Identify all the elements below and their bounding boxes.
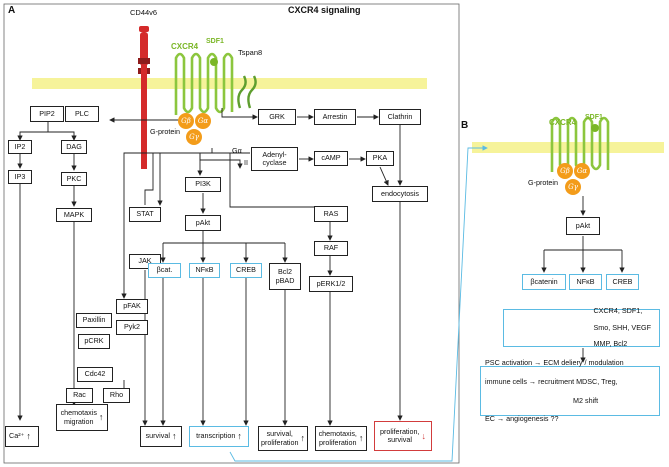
outcome-survival-proliferation: survival, proliferation ↑ <box>258 426 308 451</box>
outcome-chemoprolif-label: chemotaxis, proliferation <box>318 429 357 447</box>
cd44v6-label: CD44v6 <box>130 8 158 17</box>
node-pfak: pFAK <box>116 299 148 314</box>
up-arrow-icon: ↑ <box>300 433 306 443</box>
cxcr4-label: CXCR4 <box>171 42 199 51</box>
page-title: CXCR4 signaling <box>288 5 361 15</box>
b-effect-psc: PSC activation → ECM deliery / modulatio… <box>485 358 624 368</box>
up-arrow-icon: ↑ <box>171 431 177 441</box>
b-sdf1-label: SDF1 <box>585 114 603 121</box>
node-ip3: IP3 <box>8 170 32 184</box>
b-node-pakt: pAkt <box>566 217 600 235</box>
node-pi3k: PI3K <box>185 177 221 192</box>
up-arrow-icon: ↑ <box>26 431 31 441</box>
b-node-creb: CREB <box>606 274 639 290</box>
node-arrestin: Arrestin <box>314 109 356 125</box>
node-perk: pERK1/2 <box>309 276 353 292</box>
cxcr4-receptor-a <box>174 52 234 115</box>
b-effects-box: PSC activation → ECM deliery / modulatio… <box>480 358 660 423</box>
node-paxillin: Paxillin <box>76 313 112 328</box>
node-raf: RAF <box>314 241 348 256</box>
b-effect-immune: immune cells → recruitment MDSC, Treg, <box>485 376 618 386</box>
outcome-chemotaxis-migration: chemotaxis migration ↑ <box>56 404 108 431</box>
sdf1-label: SDF1 <box>206 38 224 45</box>
node-clathrin: Clathrin <box>379 109 421 125</box>
outcome-proliferation-survival: proliferation, survival ↓ <box>374 421 432 451</box>
panel-a-letter: A <box>8 5 16 16</box>
b-genes-line2: Smo, SHH, VEGF <box>593 322 651 332</box>
down-arrow-icon: ↓ <box>421 430 427 441</box>
outcome-calcium: Ca²⁺ ↑ <box>5 426 39 447</box>
node-adenylcyclase: Adenyl- cyclase <box>251 147 298 171</box>
tspan8-label: Tspan8 <box>238 48 263 57</box>
b-ggamma-icon: Gγ <box>565 179 581 195</box>
up-arrow-icon: ↑ <box>98 412 104 422</box>
gbeta-icon: Gβ <box>178 113 194 129</box>
node-endocytosis: endocytosis <box>372 186 428 202</box>
node-ip2: IP2 <box>8 140 32 154</box>
gprotein-label: G-protein <box>150 127 180 136</box>
node-creb: CREB <box>230 263 262 278</box>
node-plc: PLC <box>65 106 99 122</box>
outcome-chemotaxis-proliferation: chemotaxis, proliferation ↑ <box>315 426 367 451</box>
ii-mark: II <box>244 158 248 167</box>
node-pakt: pAkt <box>185 215 221 231</box>
b-genes-line3: MMP, Bcl2 <box>593 339 628 349</box>
b-galpha-icon: Gα <box>574 163 590 179</box>
b-genes-line1: CXCR4, SDF1, <box>593 306 643 316</box>
outcome-survival: survival ↑ <box>140 426 182 447</box>
outcome-chemomig-label: chemotaxis migration <box>60 408 97 426</box>
outcome-transcription: transcription ↑ <box>189 426 249 447</box>
node-pkc: PKC <box>61 172 87 186</box>
node-bcat: βcat. <box>148 263 181 278</box>
ggamma-icon: Gγ <box>186 129 202 145</box>
node-grk: GRK <box>258 109 296 125</box>
node-mapk: MAPK <box>56 208 92 222</box>
node-rho: Rho <box>103 388 130 403</box>
node-bcl2: Bcl2 pBAD <box>269 263 301 290</box>
b-node-bcatenin: βcatenin <box>522 274 566 290</box>
cd44v6-receptor <box>138 26 150 169</box>
b-target-genes: CXCR4, SDF1, Smo, SHH, VEGF MMP, Bcl2 <box>503 306 660 349</box>
outcome-prolifsurv-label: proliferation, survival <box>379 426 420 444</box>
b-gprotein-label: G-protein <box>528 178 558 187</box>
b-cxcr4-label: CXCR4 <box>549 118 577 127</box>
tspan8 <box>237 75 257 109</box>
node-stat: STAT <box>129 207 161 222</box>
outcome-survprolif-label: survival, proliferation <box>260 429 299 447</box>
node-pka: PKA <box>366 151 394 166</box>
b-node-nfkb: NFκB <box>569 274 602 290</box>
node-cdc42: Cdc42 <box>77 367 113 382</box>
up-arrow-icon: ↑ <box>237 431 242 441</box>
node-dag: DAG <box>61 140 87 154</box>
node-ras: RAS <box>314 206 348 222</box>
node-pip2: PIP2 <box>30 106 64 122</box>
panel-b-letter: B <box>461 120 469 131</box>
membrane-a <box>32 78 427 89</box>
up-arrow-icon: ↑ <box>358 433 364 443</box>
node-pyk2: Pyk2 <box>116 320 148 335</box>
node-rac: Rac <box>66 388 93 403</box>
outcome-survival-label: survival <box>145 431 170 441</box>
outcome-calcium-label: Ca²⁺ <box>9 431 25 441</box>
node-nfkb: NFκB <box>189 263 220 278</box>
b-gbeta-icon: Gβ <box>557 163 573 179</box>
node-pcrk: pCRK <box>78 334 110 349</box>
galpha-icon: Gα <box>195 113 211 129</box>
galpha-branch-label: Gα <box>232 146 242 155</box>
b-effect-ec: EC → angiogenesis ?? <box>485 414 559 424</box>
b-effect-immune-2: M2 shift <box>573 395 599 405</box>
node-camp: cAMP <box>314 151 348 166</box>
outcome-transcription-label: transcription <box>196 431 236 441</box>
